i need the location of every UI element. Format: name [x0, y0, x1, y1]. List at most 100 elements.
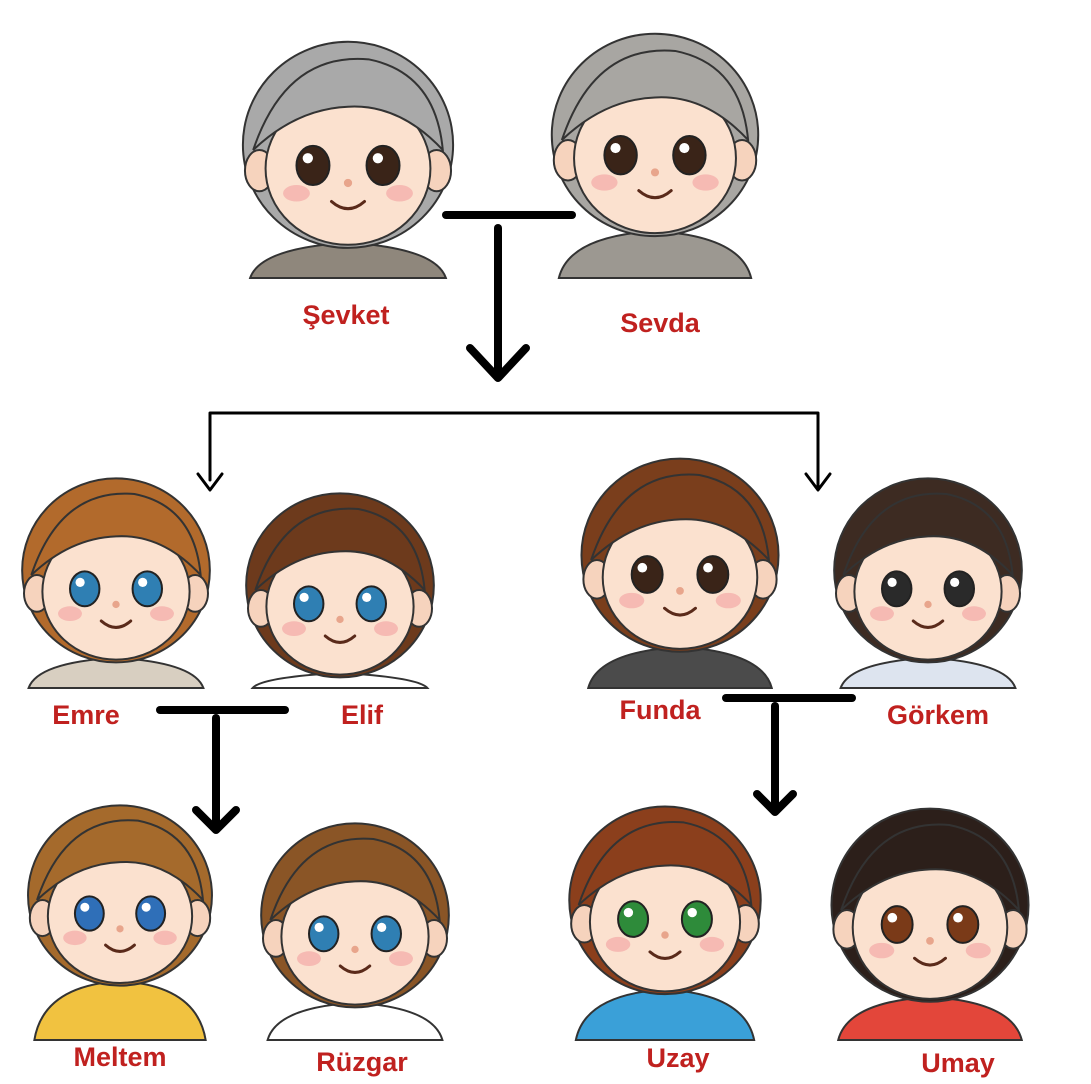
cheek-left-gorkem: [870, 606, 894, 621]
eye-right-umay: [946, 905, 980, 944]
eye-shine-right-gorkem: [950, 577, 960, 587]
arrowhead-funda-gorkem-children: [753, 790, 797, 816]
eye-right-elif: [355, 585, 387, 623]
arrowhead-emre-elif: [192, 806, 240, 834]
hair-fringe-elif: [254, 507, 426, 593]
hair-fringe-ruzgar: [269, 837, 441, 923]
portrait-umay: [830, 807, 1030, 1041]
portrait-gorkem: [833, 477, 1023, 689]
hair-fringe-funda: [590, 473, 771, 563]
cheek-left-funda: [619, 592, 645, 609]
hair-fringe-emre: [30, 492, 202, 578]
eye-shine-left-meltem: [80, 902, 90, 912]
portrait-sevket: [241, 40, 455, 279]
cheek-left-elif: [282, 621, 306, 636]
arrowhead-emre: [196, 472, 224, 492]
eye-shine-right-ruzgar: [377, 922, 387, 932]
eye-shine-right-umay: [953, 912, 963, 923]
cheek-right-meltem: [153, 930, 177, 946]
hair-fringe-uzay: [577, 820, 753, 908]
mouth-ruzgar: [338, 964, 372, 974]
arrowhead-funda-gorkem: [804, 472, 832, 492]
eye-right-ruzgar: [370, 915, 402, 953]
clothing-funda: [586, 645, 774, 689]
portrait-funda: [580, 457, 780, 689]
mouth-emre: [99, 619, 133, 629]
clothing-meltem: [33, 980, 207, 1041]
mouth-funda: [663, 606, 697, 617]
eye-left-ruzgar: [308, 915, 340, 953]
eye-right-emre: [131, 570, 163, 608]
cheek-right-gorkem: [962, 606, 986, 621]
cheek-left-meltem: [63, 930, 87, 946]
eye-left-umay: [880, 905, 914, 944]
eye-shine-right-meltem: [141, 902, 151, 912]
cheek-right-funda: [715, 592, 741, 609]
name-label-sevket: Şevket: [302, 300, 390, 330]
eye-right-funda: [696, 555, 730, 594]
nose-sevda: [650, 168, 660, 177]
name-label-uzay: Uzay: [646, 1043, 710, 1073]
portrait-meltem: [27, 804, 213, 1041]
cheek-left-sevda: [591, 174, 618, 191]
mouth-meltem: [104, 943, 136, 953]
hair-fringe-sevda: [560, 49, 750, 143]
cheek-right-emre: [150, 606, 174, 621]
eye-left-elif: [293, 585, 325, 623]
name-label-elif: Elif: [340, 700, 384, 730]
cheek-right-sevket: [386, 185, 413, 202]
eye-left-meltem: [73, 895, 105, 932]
portrait-ruzgar: [260, 822, 450, 1041]
hair-fringe-gorkem: [842, 492, 1014, 578]
portrait-elif: [245, 492, 435, 689]
eye-shine-left-sevket: [302, 153, 313, 164]
name-label-gorkem: Görkem: [886, 700, 990, 730]
cheek-right-uzay: [699, 936, 725, 952]
eye-shine-right-uzay: [687, 907, 697, 918]
nose-umay: [926, 937, 934, 945]
eye-right-meltem: [135, 895, 167, 932]
name-label-ruzgar: Rüzgar: [316, 1047, 408, 1077]
eye-shine-left-umay: [887, 912, 898, 923]
nose-meltem: [116, 925, 124, 933]
eye-right-uzay: [680, 900, 713, 938]
hair-fringe-sevket: [252, 57, 445, 153]
cheek-left-ruzgar: [297, 951, 321, 966]
eye-shine-right-elif: [362, 592, 372, 602]
eye-shine-left-sevda: [610, 143, 621, 154]
mouth-elif: [323, 634, 357, 644]
eye-shine-left-emre: [75, 577, 85, 587]
cheek-left-sevket: [283, 185, 310, 202]
eye-right-gorkem: [943, 570, 976, 608]
hair-fringe-umay: [840, 823, 1021, 913]
portrait-emre: [21, 477, 211, 689]
mouth-sevket: [330, 200, 366, 211]
cheek-right-elif: [374, 621, 398, 636]
nose-emre: [112, 600, 120, 609]
hair-fringe-meltem: [36, 819, 205, 903]
mouth-gorkem: [911, 619, 945, 629]
eye-shine-left-elif: [299, 592, 309, 602]
cheek-left-umay: [869, 942, 895, 959]
name-label-emre: Emre: [52, 700, 120, 730]
eye-left-sevket: [295, 144, 331, 187]
cheek-right-sevda: [692, 174, 719, 191]
nose-uzay: [661, 931, 669, 939]
eye-left-funda: [630, 555, 664, 594]
mouth-sevda: [637, 189, 673, 200]
name-label-meltem: Meltem: [73, 1042, 167, 1072]
eye-shine-left-gorkem: [887, 577, 897, 587]
nose-gorkem: [924, 600, 932, 609]
name-label-umay: Umay: [921, 1048, 995, 1078]
eye-shine-right-sevda: [679, 143, 690, 154]
clothing-uzay: [574, 988, 756, 1041]
eye-right-sevda: [672, 134, 707, 176]
clothing-umay: [836, 995, 1024, 1041]
eye-shine-left-uzay: [623, 907, 634, 918]
cheek-right-ruzgar: [389, 951, 413, 966]
eye-left-emre: [69, 570, 101, 608]
eye-shine-right-funda: [703, 562, 713, 573]
mouth-umay: [913, 956, 947, 967]
